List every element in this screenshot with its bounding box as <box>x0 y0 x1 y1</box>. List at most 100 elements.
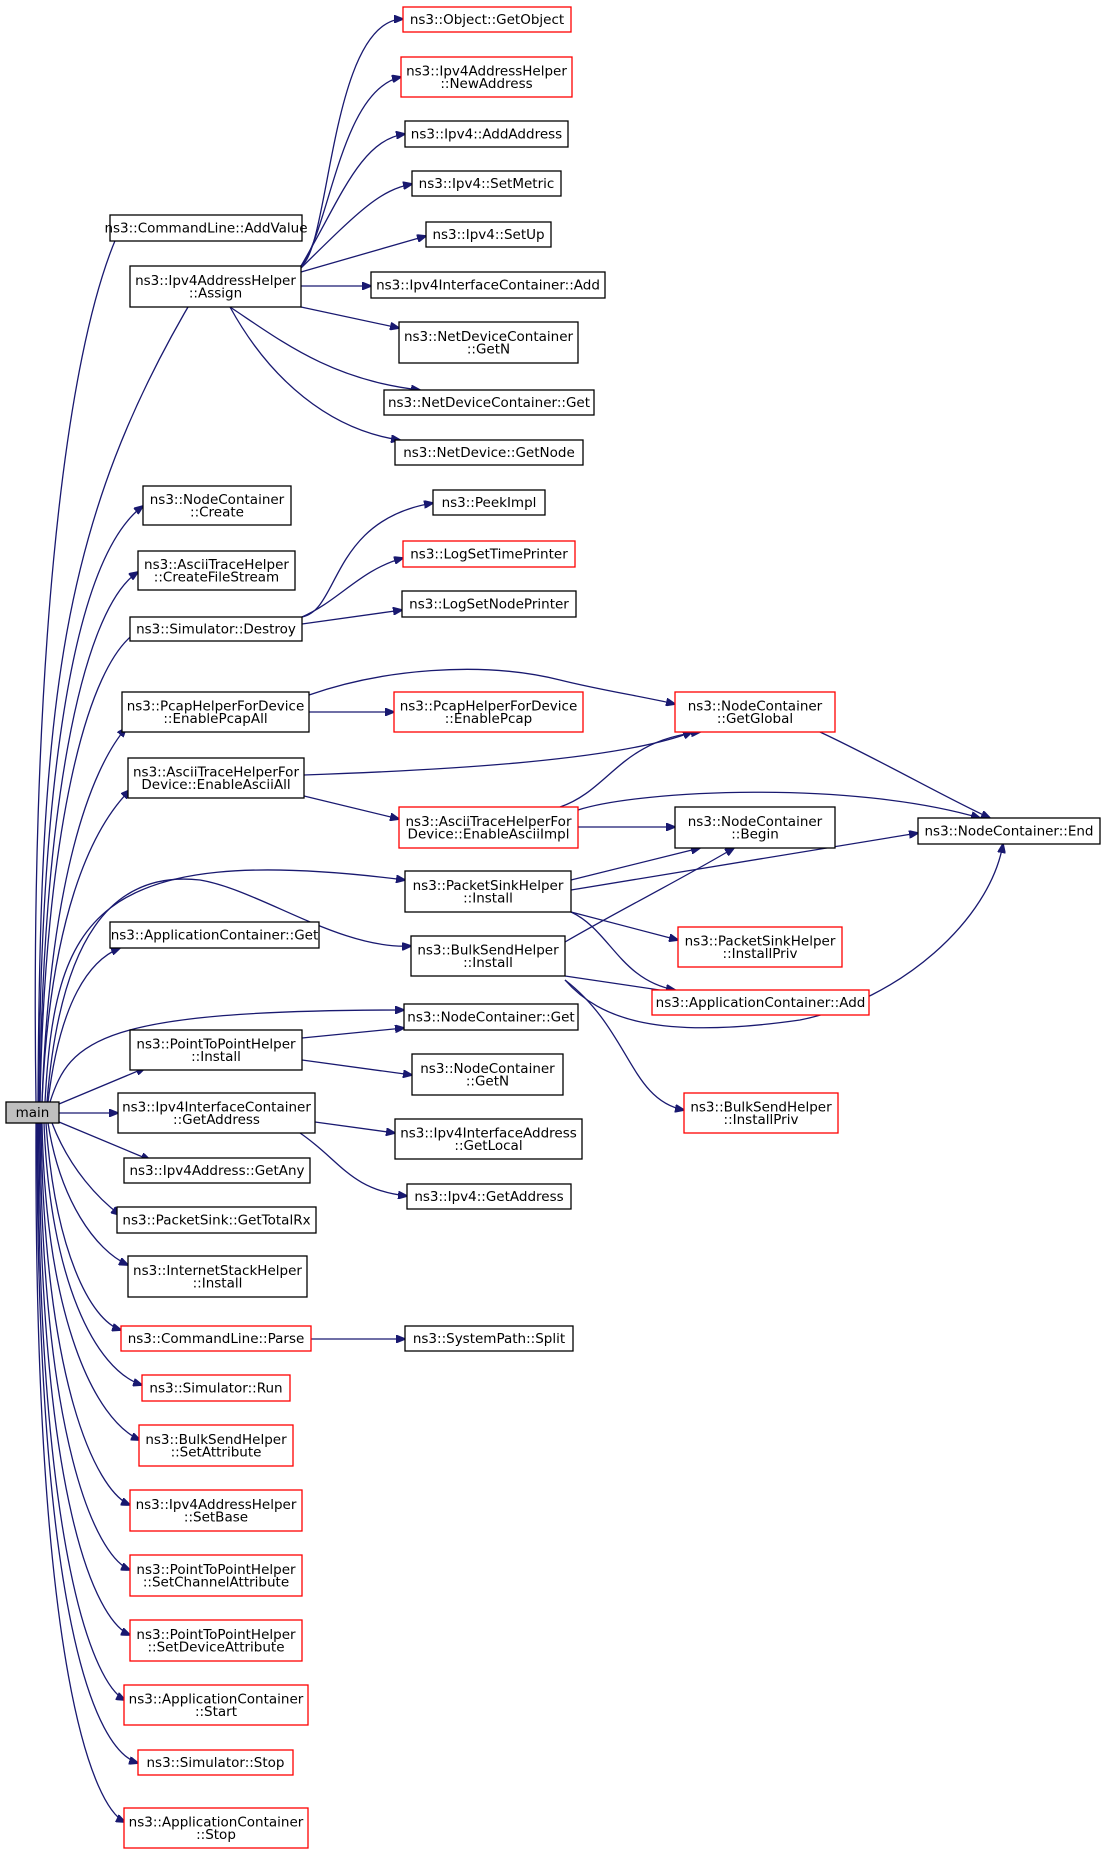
node-box-ipv4_addaddress[interactable] <box>404 120 569 148</box>
node-sim_destroy[interactable]: ns3::Simulator::Destroy <box>129 616 303 642</box>
node-ipv4_setmetric[interactable]: ns3::Ipv4::SetMetric <box>411 170 562 197</box>
node-nc_get[interactable]: ns3::NodeContainer::Get <box>403 1003 579 1031</box>
node-nc_create[interactable]: ns3::NodeContainer::Create <box>142 485 292 526</box>
node-ipv4ah_setbase[interactable]: ns3::Ipv4AddressHelper::SetBase <box>129 1489 303 1532</box>
node-cl_addvalue[interactable]: ns3::CommandLine::AddValue <box>104 214 308 242</box>
node-sp_split[interactable]: ns3::SystemPath::Split <box>404 1325 574 1352</box>
node-ps_gettotalrx[interactable]: ns3::PacketSink::GetTotalRx <box>116 1206 317 1234</box>
node-bsh_installpriv[interactable]: ns3::BulkSendHelper::InstallPriv <box>683 1092 839 1134</box>
node-box-ipv4_setup[interactable] <box>425 221 552 248</box>
node-psh_install[interactable]: ns3::PacketSinkHelper::Install <box>404 870 572 913</box>
node-ipv4addr_getany[interactable]: ns3::Ipv4Address::GetAny <box>123 1157 311 1184</box>
node-sim_stop[interactable]: ns3::Simulator::Stop <box>137 1749 294 1776</box>
node-box-p2p_setchannelattr[interactable] <box>129 1554 303 1597</box>
node-athfd_enableasciiall[interactable]: ns3::AsciiTraceHelperForDevice::EnableAs… <box>127 757 305 799</box>
node-box-athfd_enableasciiall[interactable] <box>127 757 305 799</box>
node-box-nc_getglobal[interactable] <box>674 691 836 733</box>
node-box-main[interactable] <box>5 1101 60 1124</box>
node-ath_cfs[interactable]: ns3::AsciiTraceHelper::CreateFileStream <box>137 550 296 591</box>
node-box-nc_end[interactable] <box>917 817 1101 845</box>
node-box-bsh_install[interactable] <box>410 935 566 977</box>
node-box-bsh_setattribute[interactable] <box>138 1424 294 1467</box>
node-logsettimeprinter[interactable]: ns3::LogSetTimePrinter <box>402 540 576 568</box>
node-phfd_enablepcapall[interactable]: ns3::PcapHelperForDevice::EnablePcapAll <box>121 691 310 733</box>
node-box-ipv4ah_assign[interactable] <box>129 265 302 308</box>
node-nc_getn[interactable]: ns3::NodeContainer::GetN <box>411 1053 564 1096</box>
node-box-ac_stop[interactable] <box>123 1807 309 1849</box>
node-ipv4_addaddress[interactable]: ns3::Ipv4::AddAddress <box>404 120 569 148</box>
node-box-ps_gettotalrx[interactable] <box>116 1206 317 1234</box>
node-obj_getobject[interactable]: ns3::Object::GetObject <box>402 6 572 33</box>
node-box-p2p_setdeviceattr[interactable] <box>129 1619 303 1662</box>
node-box-ipv4ah_setbase[interactable] <box>129 1489 303 1532</box>
node-box-obj_getobject[interactable] <box>402 6 572 33</box>
node-box-nc_getn[interactable] <box>411 1053 564 1096</box>
node-ipv4ah_assign[interactable]: ns3::Ipv4AddressHelper::Assign <box>129 265 302 308</box>
node-box-ish_install[interactable] <box>127 1255 308 1298</box>
node-box-ipv4_setmetric[interactable] <box>411 170 562 197</box>
node-box-ipv4addr_getany[interactable] <box>123 1157 311 1184</box>
node-iic_getaddress[interactable]: ns3::Ipv4InterfaceContainer::GetAddress <box>117 1092 316 1134</box>
node-ipv4_getaddress[interactable]: ns3::Ipv4::GetAddress <box>406 1183 572 1210</box>
node-ipv4_setup[interactable]: ns3::Ipv4::SetUp <box>425 221 552 248</box>
node-ac_add[interactable]: ns3::ApplicationContainer::Add <box>651 989 870 1016</box>
node-box-sim_destroy[interactable] <box>129 616 303 642</box>
node-box-psh_installpriv[interactable] <box>677 926 843 968</box>
node-box-cl_parse[interactable] <box>120 1325 312 1352</box>
node-ndc_get[interactable]: ns3::NetDeviceContainer::Get <box>383 389 595 416</box>
node-nc_getglobal[interactable]: ns3::NodeContainer::GetGlobal <box>674 691 836 733</box>
node-box-iic_getaddress[interactable] <box>117 1092 316 1134</box>
node-bsh_install[interactable]: ns3::BulkSendHelper::Install <box>410 935 566 977</box>
node-box-phfd_enablepcap[interactable] <box>393 691 584 733</box>
node-box-ac_add[interactable] <box>651 989 870 1016</box>
node-box-ndc_get[interactable] <box>383 389 595 416</box>
node-box-ndc_getn[interactable] <box>398 321 579 364</box>
node-box-nc_begin[interactable] <box>674 806 836 849</box>
node-cl_parse[interactable]: ns3::CommandLine::Parse <box>120 1325 312 1352</box>
node-psh_installpriv[interactable]: ns3::PacketSinkHelper::InstallPriv <box>677 926 843 968</box>
node-ac_stop[interactable]: ns3::ApplicationContainer::Stop <box>123 1807 309 1849</box>
node-p2p_setdeviceattr[interactable]: ns3::PointToPointHelper::SetDeviceAttrib… <box>129 1619 303 1662</box>
node-box-nd_getnode[interactable] <box>394 439 584 466</box>
node-ac_get[interactable]: ns3::ApplicationContainer::Get <box>109 921 320 949</box>
node-box-sim_stop[interactable] <box>137 1749 294 1776</box>
node-p2p_setchannelattr[interactable]: ns3::PointToPointHelper::SetChannelAttri… <box>129 1554 303 1597</box>
node-peekimpl[interactable]: ns3::PeekImpl <box>432 489 546 516</box>
node-athfd_enableasciiimpl[interactable]: ns3::AsciiTraceHelperForDevice::EnableAs… <box>398 806 579 849</box>
node-nd_getnode[interactable]: ns3::NetDevice::GetNode <box>394 439 584 466</box>
node-main[interactable]: main <box>5 1101 60 1124</box>
node-nc_begin[interactable]: ns3::NodeContainer::Begin <box>674 806 836 849</box>
node-box-p2p_install[interactable] <box>129 1029 303 1071</box>
node-nc_end[interactable]: ns3::NodeContainer::End <box>917 817 1101 845</box>
node-p2p_install[interactable]: ns3::PointToPointHelper::Install <box>129 1029 303 1071</box>
node-ish_install[interactable]: ns3::InternetStackHelper::Install <box>127 1255 308 1298</box>
node-box-logsetnodeprinter[interactable] <box>401 590 577 618</box>
node-box-ipv4ah_newaddress[interactable] <box>400 56 573 98</box>
node-box-nc_get[interactable] <box>403 1003 579 1031</box>
node-box-peekimpl[interactable] <box>432 489 546 516</box>
node-box-ac_start[interactable] <box>123 1684 309 1726</box>
node-box-iia_getlocal[interactable] <box>394 1118 583 1160</box>
node-box-sim_run[interactable] <box>141 1374 291 1402</box>
node-ipv4ah_newaddress[interactable]: ns3::Ipv4AddressHelper::NewAddress <box>400 56 573 98</box>
node-logsetnodeprinter[interactable]: ns3::LogSetNodePrinter <box>401 590 577 618</box>
node-box-ipv4_getaddress[interactable] <box>406 1183 572 1210</box>
node-sim_run[interactable]: ns3::Simulator::Run <box>141 1374 291 1402</box>
node-box-ac_get[interactable] <box>109 921 320 949</box>
node-phfd_enablepcap[interactable]: ns3::PcapHelperForDevice::EnablePcap <box>393 691 584 733</box>
node-box-athfd_enableasciiimpl[interactable] <box>398 806 579 849</box>
node-box-ath_cfs[interactable] <box>137 550 296 591</box>
node-box-cl_addvalue[interactable] <box>109 214 303 242</box>
node-box-phfd_enablepcapall[interactable] <box>121 691 310 733</box>
node-ndc_getn[interactable]: ns3::NetDeviceContainer::GetN <box>398 321 579 364</box>
node-iic_add[interactable]: ns3::Ipv4InterfaceContainer::Add <box>370 271 606 299</box>
node-box-logsettimeprinter[interactable] <box>402 540 576 568</box>
node-box-nc_create[interactable] <box>142 485 292 526</box>
node-iia_getlocal[interactable]: ns3::Ipv4InterfaceAddress::GetLocal <box>394 1118 583 1160</box>
node-bsh_setattribute[interactable]: ns3::BulkSendHelper::SetAttribute <box>138 1424 294 1467</box>
node-box-bsh_installpriv[interactable] <box>683 1092 839 1134</box>
node-box-psh_install[interactable] <box>404 870 572 913</box>
node-box-iic_add[interactable] <box>370 271 606 299</box>
node-box-sp_split[interactable] <box>404 1325 574 1352</box>
node-ac_start[interactable]: ns3::ApplicationContainer::Start <box>123 1684 309 1726</box>
